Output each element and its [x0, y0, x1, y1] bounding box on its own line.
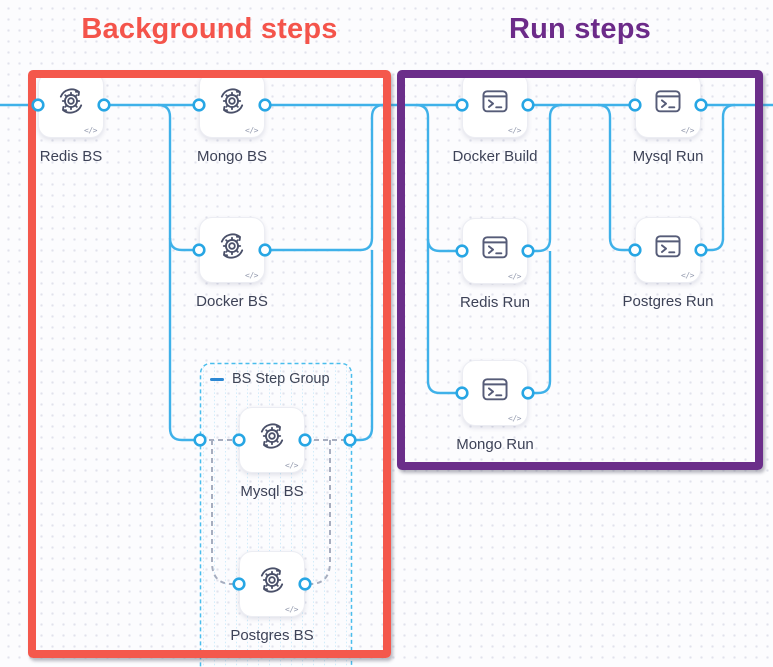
node-redis-run[interactable]: </> Redis Run: [460, 218, 530, 311]
node-mysql-run[interactable]: </> Mysql Run: [633, 72, 703, 165]
port[interactable]: [298, 577, 312, 591]
node-label: Mysql BS: [240, 483, 304, 500]
node-postgres-bs[interactable]: </> Postgres BS: [230, 551, 314, 644]
node-card[interactable]: </>: [635, 72, 701, 138]
node-label: Postgres BS: [230, 627, 314, 644]
node-label: Mongo BS: [196, 148, 268, 165]
port[interactable]: [521, 386, 535, 400]
code-badge: </>: [285, 461, 298, 470]
code-badge: </>: [681, 126, 694, 135]
background-steps-box: [28, 70, 391, 658]
node-mysql-bs[interactable]: </> Mysql BS: [239, 407, 305, 500]
port[interactable]: [628, 98, 642, 112]
background-service-icon: [220, 233, 244, 259]
node-docker-bs[interactable]: </> Docker BS: [196, 217, 268, 310]
node-card[interactable]: </>: [462, 218, 528, 284]
port[interactable]: [97, 98, 111, 112]
port[interactable]: [455, 98, 469, 112]
collapse-icon[interactable]: [210, 377, 224, 381]
background-service-icon: [260, 423, 284, 449]
terminal-icon: [482, 378, 508, 401]
node-card[interactable]: </>: [462, 360, 528, 426]
code-badge: </>: [285, 605, 298, 614]
terminal-icon: [482, 236, 508, 259]
node-card[interactable]: </>: [239, 407, 305, 473]
node-label: Mysql Run: [632, 148, 704, 165]
node-card[interactable]: </>: [239, 551, 305, 617]
port[interactable]: [298, 433, 312, 447]
node-label: Postgres Run: [622, 293, 714, 310]
node-label: Mongo Run: [456, 436, 534, 453]
group-header[interactable]: BS Step Group: [210, 371, 330, 387]
node-card[interactable]: </>: [635, 217, 701, 283]
node-postgres-run[interactable]: </> Postgres Run: [623, 217, 713, 310]
terminal-icon: [655, 90, 681, 113]
node-label: Redis BS: [39, 148, 103, 165]
port[interactable]: [628, 243, 642, 257]
node-card[interactable]: </>: [199, 217, 265, 283]
port[interactable]: [232, 433, 246, 447]
port[interactable]: [258, 243, 272, 257]
node-mongo-run[interactable]: </> Mongo Run: [456, 360, 534, 453]
run-steps-box: [397, 70, 763, 470]
port[interactable]: [31, 98, 45, 112]
code-badge: </>: [245, 126, 258, 135]
node-label: Docker Build: [452, 148, 538, 165]
node-card[interactable]: </>: [199, 72, 265, 138]
background-service-icon: [59, 88, 83, 114]
terminal-icon: [482, 90, 508, 113]
port[interactable]: [521, 98, 535, 112]
background-service-icon: [220, 88, 244, 114]
terminal-icon: [655, 235, 681, 258]
port[interactable]: [192, 98, 206, 112]
node-docker-build[interactable]: </> Docker Build: [452, 72, 538, 165]
code-badge: </>: [681, 271, 694, 280]
port[interactable]: [455, 386, 469, 400]
code-badge: </>: [84, 126, 97, 135]
port-group-in[interactable]: [193, 433, 207, 447]
code-badge: </>: [245, 271, 258, 280]
port[interactable]: [232, 577, 246, 591]
code-badge: </>: [508, 126, 521, 135]
background-service-icon: [260, 567, 284, 593]
node-card[interactable]: </>: [462, 72, 528, 138]
background-steps-title: Background steps: [81, 13, 338, 45]
port-group-out[interactable]: [343, 433, 357, 447]
port[interactable]: [694, 98, 708, 112]
port[interactable]: [455, 244, 469, 258]
port[interactable]: [521, 244, 535, 258]
node-label: Docker BS: [196, 293, 268, 310]
code-badge: </>: [508, 414, 521, 423]
node-mongo-bs[interactable]: </> Mongo BS: [197, 72, 267, 165]
port[interactable]: [192, 243, 206, 257]
group-label: BS Step Group: [232, 371, 330, 387]
port[interactable]: [694, 243, 708, 257]
run-steps-title: Run steps: [509, 13, 651, 45]
code-badge: </>: [508, 272, 521, 281]
node-label: Redis Run: [459, 294, 531, 311]
port[interactable]: [258, 98, 272, 112]
